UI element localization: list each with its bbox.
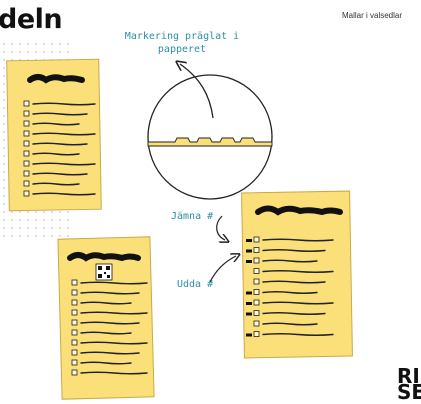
ballot-right-rows (246, 236, 334, 337)
candidate-checkbox (23, 150, 30, 157)
candidate-checkbox (253, 331, 260, 337)
candidate-checkbox (71, 289, 78, 296)
candidate-checkbox (253, 268, 260, 274)
ballot-middle-name-scribble (67, 252, 141, 262)
caption-arrow (180, 64, 214, 119)
candidate-name-scribble (262, 291, 318, 294)
candidate-checkbox (23, 140, 30, 147)
candidate-name-scribble (80, 371, 148, 375)
even-arrow (216, 215, 225, 240)
candidate-name-scribble (32, 182, 80, 186)
candidate-name-scribble (80, 321, 140, 325)
ballot-right (241, 190, 353, 359)
candidate-name-scribble (32, 192, 96, 196)
candidate-name-scribble (262, 238, 334, 242)
candidate-name-scribble (80, 281, 148, 285)
ballot-left-rows (23, 100, 96, 197)
candidate-checkbox (23, 160, 30, 167)
candidate-name-scribble (262, 322, 318, 326)
candidate-checkbox (23, 170, 30, 177)
candidate-checkbox (23, 190, 30, 197)
emboss-marker (246, 249, 252, 253)
candidate-name-scribble (80, 351, 140, 355)
candidate-checkbox (23, 100, 30, 107)
emboss-marker (246, 312, 252, 316)
candidate-name-scribble (262, 312, 326, 315)
odd-numbers-label: Udda # (177, 279, 214, 290)
candidate-name-scribble (80, 291, 140, 295)
candidate-name-scribble (262, 249, 326, 252)
candidate-name-scribble (32, 172, 88, 176)
candidate-checkbox (23, 180, 30, 187)
candidate-name-scribble (80, 301, 132, 305)
candidate-name-scribble (262, 280, 326, 284)
ballot-right-name-scribble (255, 205, 343, 216)
logo-line-2: SE (397, 380, 421, 404)
rise-logo: RI SE (397, 364, 421, 404)
candidate-checkbox (253, 289, 260, 295)
candidate-name-scribble (32, 152, 80, 156)
candidate-name-scribble (32, 132, 96, 136)
candidate-checkbox (253, 310, 260, 316)
candidate-checkbox (71, 349, 78, 356)
candidate-name-scribble (32, 122, 80, 126)
candidate-checkbox (71, 339, 78, 346)
candidate-checkbox (253, 299, 260, 306)
candidate-name-scribble (80, 361, 132, 365)
candidate-checkbox (253, 247, 260, 253)
qr-code-icon (95, 263, 113, 281)
candidate-checkbox (253, 278, 260, 285)
emboss-marker (246, 302, 252, 305)
candidate-checkbox (253, 236, 260, 243)
candidate-checkbox (71, 279, 78, 286)
candidate-name-scribble (80, 341, 148, 345)
even-numbers-label: Jämna # (171, 211, 214, 222)
odd-arrow (209, 256, 236, 283)
ballot-middle-rows (71, 279, 148, 376)
candidate-name-scribble (32, 112, 88, 116)
logo-line-1: RI (397, 364, 420, 388)
candidate-checkbox (23, 110, 30, 117)
candidate-name-scribble (80, 331, 132, 335)
candidate-checkbox (71, 369, 78, 376)
magnified-paper-circle (147, 74, 273, 200)
candidate-checkbox (71, 299, 78, 306)
candidate-checkbox (253, 320, 260, 327)
ballot-middle (57, 236, 155, 400)
candidate-name-scribble (80, 311, 148, 315)
candidate-name-scribble (32, 142, 88, 146)
emboss-marker (246, 260, 252, 263)
emboss-marker (246, 239, 252, 242)
candidate-checkbox (253, 257, 260, 264)
candidate-checkbox (23, 120, 30, 127)
candidate-name-scribble (32, 162, 96, 166)
candidate-name-scribble (262, 333, 334, 336)
candidate-name-scribble (262, 259, 318, 263)
candidate-checkbox (71, 309, 78, 316)
page-title: deln (0, 4, 63, 35)
ballot-left-name-scribble (27, 74, 85, 84)
candidate-checkbox (71, 329, 78, 336)
candidate-checkbox (71, 359, 78, 366)
section-label: Mallar i valsedlar (342, 11, 403, 20)
candidate-checkbox (23, 130, 30, 137)
emboss-caption: Markering präglat i papperet (124, 31, 240, 55)
ballot-left (6, 58, 102, 212)
candidate-name-scribble (32, 102, 96, 106)
candidate-name-scribble (262, 270, 334, 273)
candidate-checkbox (71, 319, 78, 326)
emboss-marker (246, 333, 252, 337)
embossed-paper-edge (147, 137, 273, 147)
candidate-name-scribble (262, 301, 334, 305)
emboss-marker (246, 291, 252, 295)
